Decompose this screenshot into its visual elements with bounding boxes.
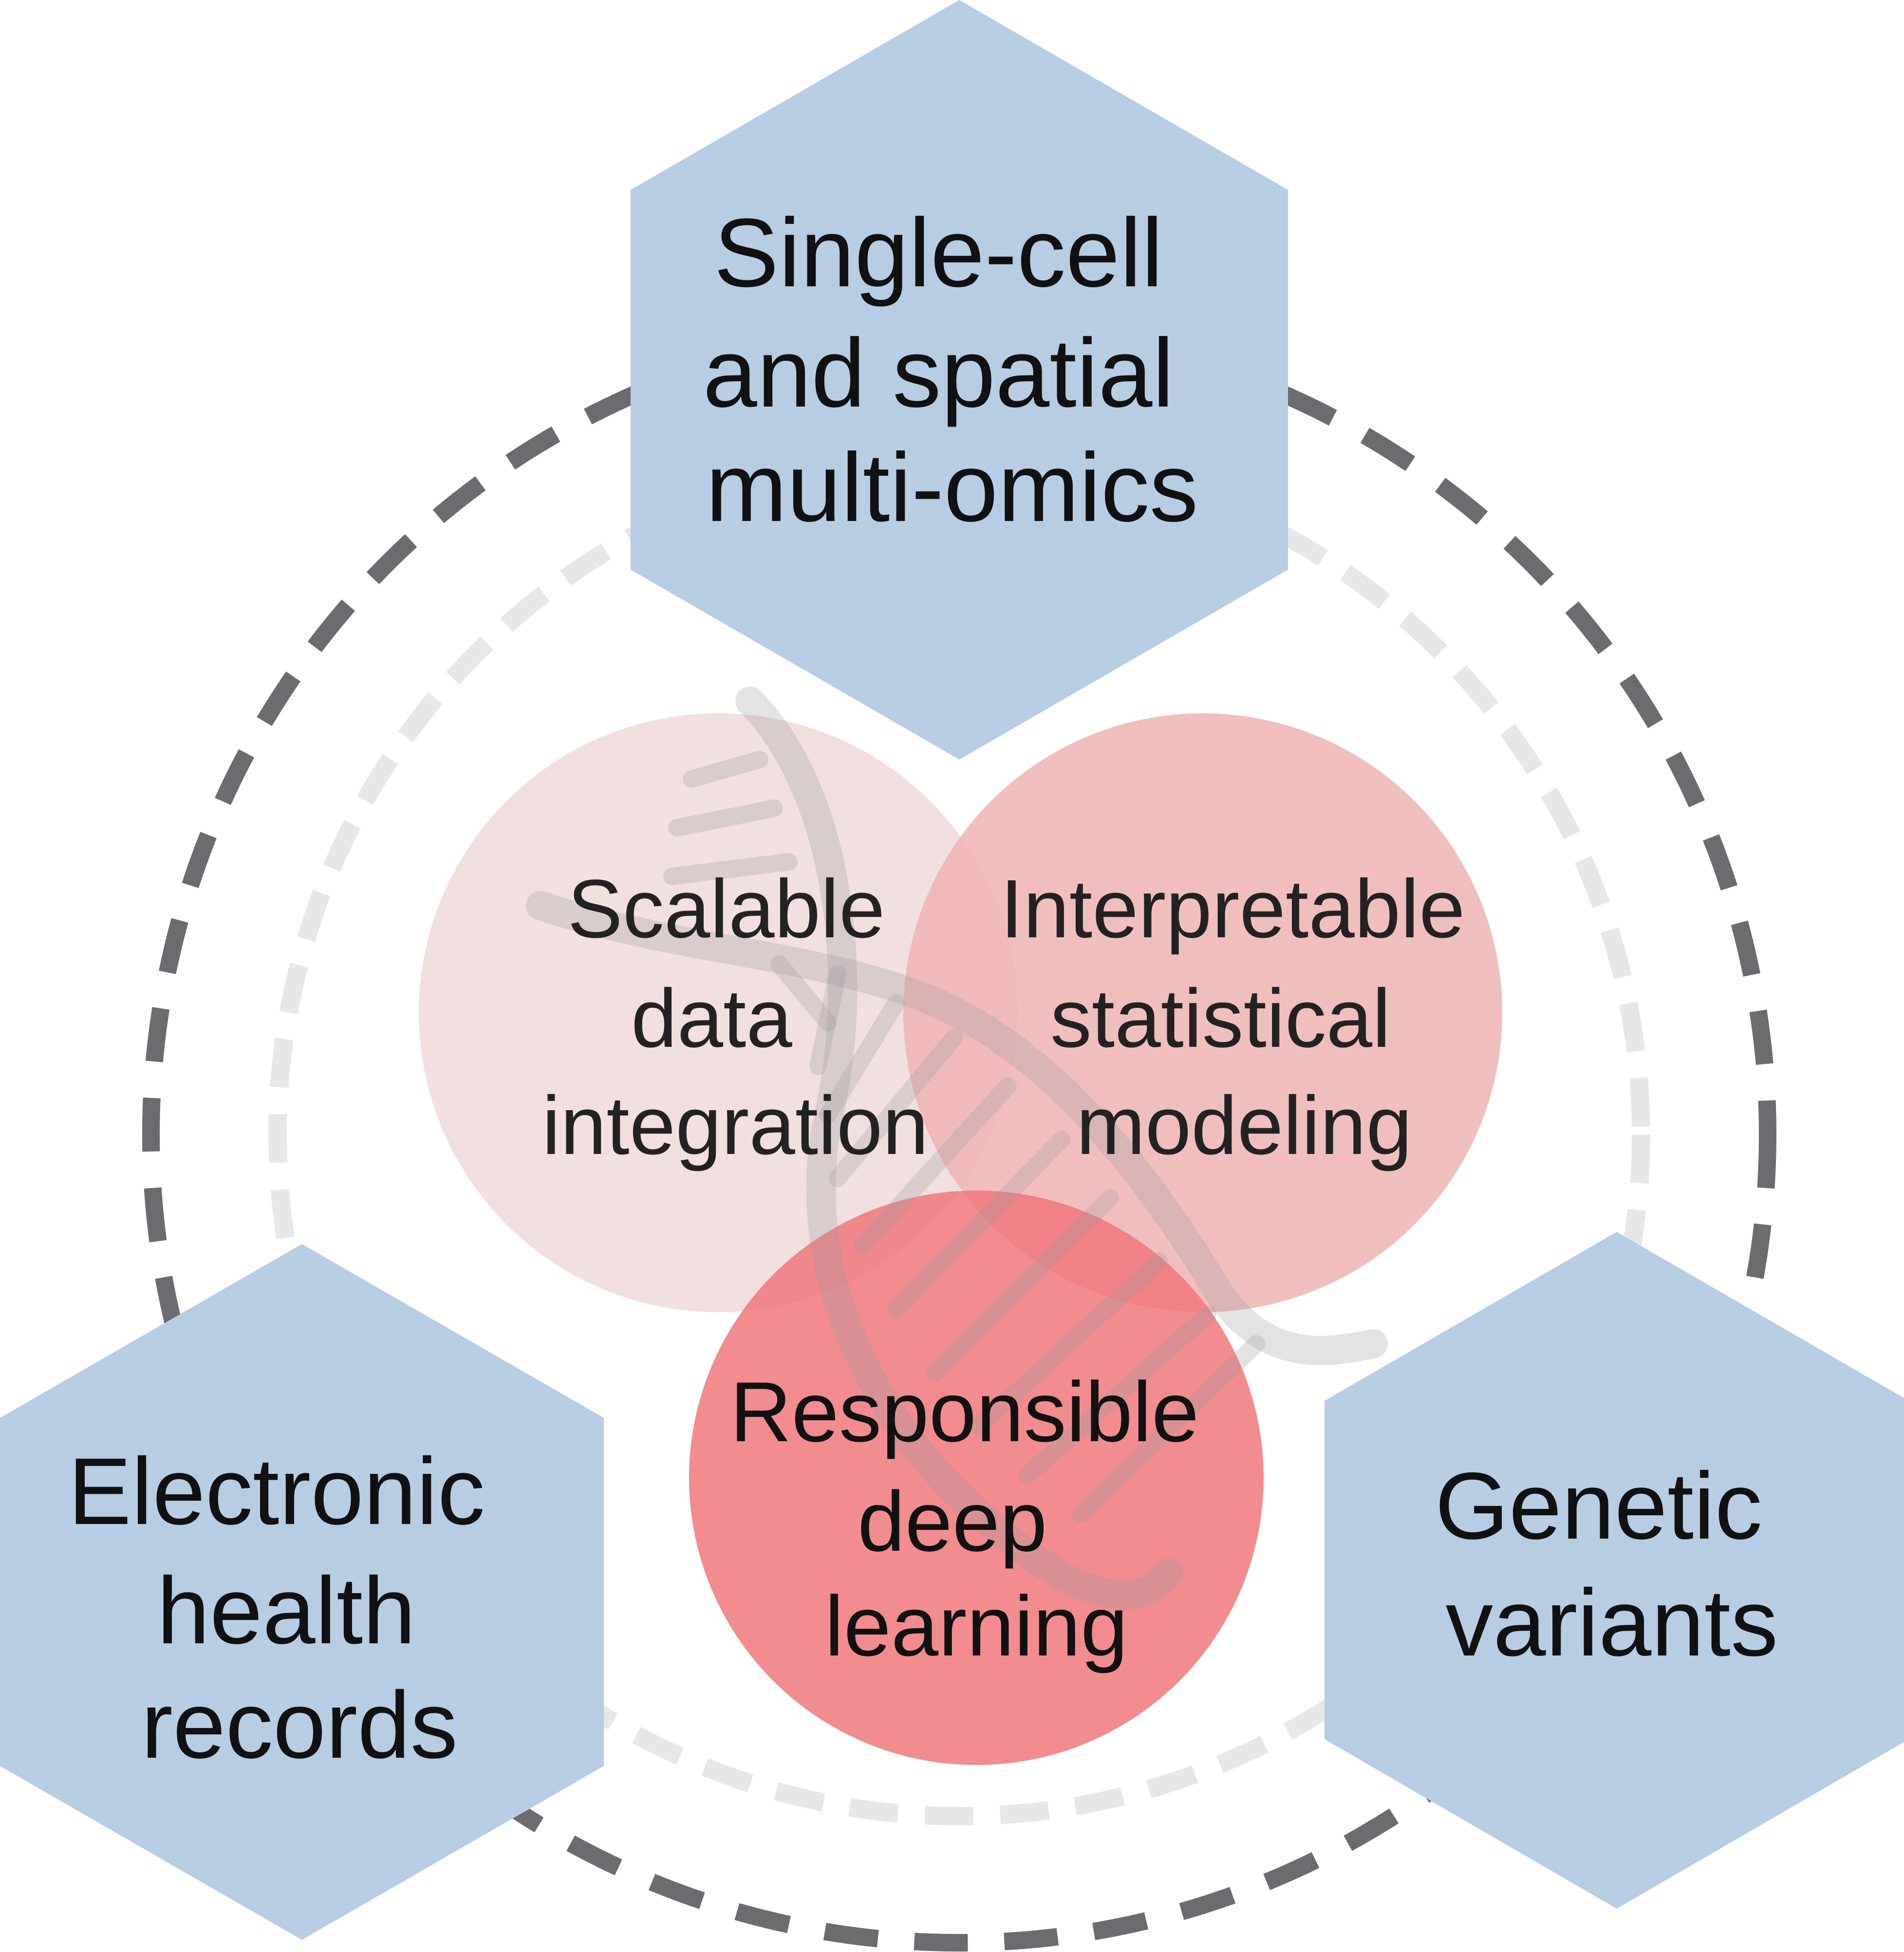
label-interpretable: Interpretable statistical modeling [1000, 863, 1488, 1172]
label-left-source: Electronic health records [68, 1438, 511, 1778]
label-interpretable-line-3: modeling [1076, 1079, 1412, 1172]
label-scalable-line-1: Scalable [567, 863, 885, 955]
label-responsible-line-3: learning [825, 1579, 1128, 1674]
label-interpretable-line-2: statistical [1050, 972, 1391, 1065]
label-responsible-line-1: Responsible [730, 1365, 1199, 1460]
hexagon-top [631, 0, 1288, 760]
label-top-source: Single-cell and spatial multi-omics [703, 199, 1201, 542]
label-responsible: Responsible deep learning [730, 1365, 1223, 1674]
hexagon-right [1325, 1232, 1904, 1909]
label-scalable: Scalable data integration [542, 863, 929, 1172]
circle-interpretable-statistical-modeling [903, 713, 1502, 1312]
label-top-line-2: and spatial [703, 319, 1174, 428]
label-left-line-2: health [157, 1558, 415, 1664]
label-scalable-line-3: integration [542, 1079, 929, 1172]
label-left-line-1: Electronic [68, 1438, 485, 1544]
label-interpretable-line-1: Interpretable [1000, 863, 1465, 955]
label-responsible-line-2: deep [858, 1474, 1047, 1569]
label-right-source: Genetic variants [1435, 1453, 1789, 1676]
dna-watermark-icon [526, 687, 1388, 1610]
label-top-line-1: Single-cell [714, 199, 1163, 307]
label-scalable-line-2: data [631, 972, 792, 1065]
label-right-line-1: Genetic [1435, 1453, 1762, 1559]
label-top-line-3: multi-omics [706, 433, 1198, 542]
circle-scalable-data-integration [419, 713, 1018, 1312]
label-left-line-3: records [141, 1672, 458, 1778]
label-right-line-2: variants [1446, 1570, 1778, 1676]
hexagon-left [0, 1244, 604, 1940]
circle-responsible-deep-learning [689, 1190, 1264, 1765]
